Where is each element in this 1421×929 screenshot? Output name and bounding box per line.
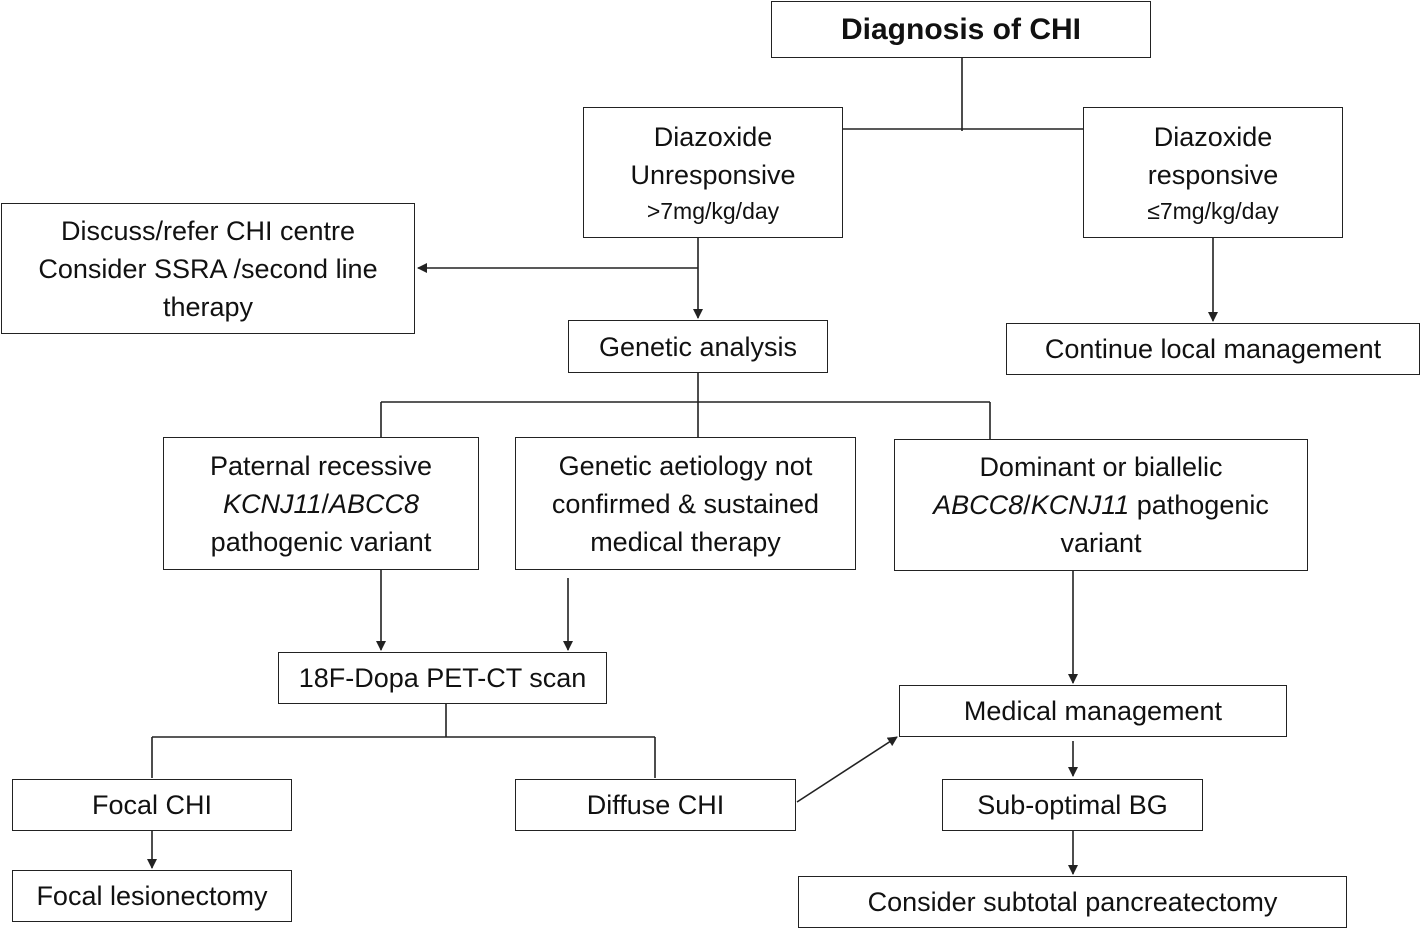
sub-optimal-bg-label: Sub-optimal BG <box>977 790 1168 820</box>
dominant-slash: / <box>1023 490 1031 520</box>
not-confirmed-line2: confirmed & sustained <box>551 488 820 519</box>
dominant-gene2: KCNJ11 <box>1030 490 1130 520</box>
paternal-gene2: ABCC8 <box>329 488 420 519</box>
not-confirmed-box: Genetic aetiology not confirmed & sustai… <box>515 437 856 570</box>
continue-local-box: Continue local management <box>1006 323 1420 375</box>
dominant-genes: ABCC8/KCNJ11 pathogenic <box>933 486 1269 524</box>
unresponsive-line1: Diazoxide <box>653 121 773 152</box>
paternal-line1: Paternal recessive <box>209 450 433 481</box>
sub-optimal-bg-box: Sub-optimal BG <box>942 779 1203 831</box>
diazoxide-unresponsive-box: Diazoxide Unresponsive >7mg/kg/day <box>583 107 843 238</box>
responsive-line1: Diazoxide <box>1153 121 1273 152</box>
paternal-recessive-box: Paternal recessive KCNJ11/ABCC8 pathogen… <box>163 437 479 570</box>
genetic-analysis-box: Genetic analysis <box>568 320 828 373</box>
diffuse-chi-label: Diffuse CHI <box>586 790 725 820</box>
dominant-line3: variant <box>1060 528 1142 558</box>
focal-chi-label: Focal CHI <box>91 790 213 820</box>
medical-management-box: Medical management <box>899 685 1287 737</box>
paternal-line3: pathogenic variant <box>210 526 432 557</box>
discuss-line2: Consider SSRA /second line <box>38 253 378 284</box>
focal-lesionectomy-label: Focal lesionectomy <box>36 881 268 911</box>
paternal-gene1: KCNJ11 <box>222 488 322 519</box>
dominant-tail: pathogenic <box>1129 490 1269 520</box>
not-confirmed-line3: medical therapy <box>590 526 781 557</box>
continue-local-label: Continue local management <box>1044 334 1382 364</box>
subtotal-pancreatectomy-label: Consider subtotal pancreatectomy <box>867 887 1278 917</box>
paternal-genes: KCNJ11/ABCC8 <box>223 485 419 523</box>
pet-ct-label: 18F-Dopa PET-CT scan <box>298 663 587 693</box>
responsive-dose: ≤7mg/kg/day <box>1147 197 1279 224</box>
dominant-line1: Dominant or biallelic <box>979 452 1223 482</box>
focal-lesionectomy-box: Focal lesionectomy <box>12 870 292 922</box>
discuss-line1: Discuss/refer CHI centre <box>60 215 356 246</box>
pet-ct-box: 18F-Dopa PET-CT scan <box>278 652 607 704</box>
responsive-line2: responsive <box>1147 159 1279 190</box>
paternal-slash: / <box>321 488 330 519</box>
medical-management-label: Medical management <box>963 696 1223 726</box>
discuss-line3: therapy <box>162 291 254 322</box>
diffuse-chi-box: Diffuse CHI <box>515 779 796 831</box>
diagnosis-box: Diagnosis of CHI <box>771 1 1151 58</box>
subtotal-pancreatectomy-box: Consider subtotal pancreatectomy <box>798 876 1347 928</box>
dominant-gene1: ABCC8 <box>933 490 1024 520</box>
dominant-biallelic-box: Dominant or biallelic ABCC8/KCNJ11 patho… <box>894 439 1308 571</box>
diazoxide-responsive-box: Diazoxide responsive ≤7mg/kg/day <box>1083 107 1343 238</box>
focal-chi-box: Focal CHI <box>12 779 292 831</box>
not-confirmed-line1: Genetic aetiology not <box>558 450 813 481</box>
diagnosis-label: Diagnosis of CHI <box>840 12 1081 46</box>
unresponsive-dose: >7mg/kg/day <box>646 197 780 224</box>
genetic-analysis-label: Genetic analysis <box>598 331 798 362</box>
unresponsive-line2: Unresponsive <box>630 159 796 190</box>
discuss-refer-box: Discuss/refer CHI centre Consider SSRA /… <box>1 203 415 334</box>
